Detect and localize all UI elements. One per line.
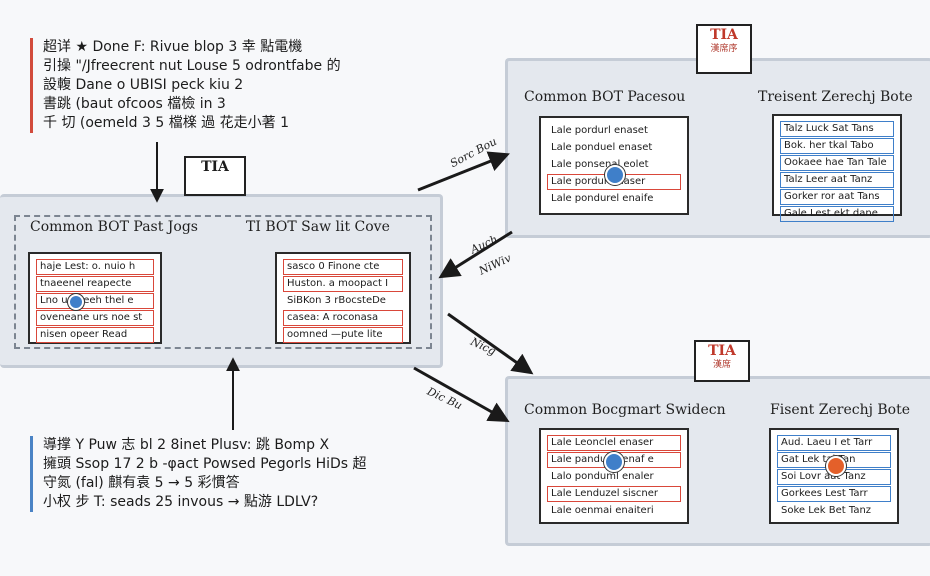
card-row: Lale Lenduzel siscner xyxy=(547,486,681,502)
card-row: SiBKon 3 rBocsteDe xyxy=(287,295,386,306)
card-row: haje Lest: o. nuio h xyxy=(36,259,154,275)
marker-dot xyxy=(605,165,625,185)
right-bottom-title-b: Fisent Zerechj Bote xyxy=(770,402,911,418)
right-top-panel: Common BOT Pacesou Treisent Zerechj Bote… xyxy=(505,58,930,238)
left-title-b: TI BOT Saw lit Cove xyxy=(246,219,390,235)
card-row: Talz Luck Sat Tans xyxy=(780,121,894,137)
left-card-b: sasco 0 Finone cte Huston. a moopact I S… xyxy=(275,252,411,344)
card-row: Lale Leonclel enaser xyxy=(547,435,681,451)
card-row: oveneane urs noe st xyxy=(36,310,154,326)
card-row: Ookaee hae Tan Tale xyxy=(780,155,894,171)
card-row: Lale ponsenal eolet xyxy=(551,159,649,170)
card-row: Lalo ponduml enaler xyxy=(551,471,654,482)
card-row: Lale pordurl enaset xyxy=(551,125,648,136)
card-row: Lale ponduel enaset xyxy=(551,142,653,153)
card-row: oomned —pute lite xyxy=(283,327,403,343)
card-row: tnaeenel reapecte xyxy=(36,276,154,292)
note-line: 超详 ★ Done F: Rivue blop 3 幸 點電機 xyxy=(43,39,303,55)
left-panel: Common BOT Past Jogs TI BOT Saw lit Cove… xyxy=(0,194,443,368)
left-title-a: Common BOT Past Jogs xyxy=(30,219,198,235)
logo-top-right: TIA 漢席序 xyxy=(696,24,752,74)
right-bottom-card-a: Lale Leonclel enaser Lale pandurel enaf … xyxy=(539,428,689,524)
note-line: 書跳 (baut ofcoos 檔檢 in 3 xyxy=(43,96,226,112)
card-row: Lale pondurel enaife xyxy=(551,193,654,204)
logo-text: TIA xyxy=(201,159,229,175)
edge-label-top: Sorc Bou xyxy=(447,134,499,171)
marker-dot xyxy=(68,294,84,310)
right-top-card-a: Lale pordurl enaset Lale ponduel enaset … xyxy=(539,116,689,215)
right-top-card-b: Talz Luck Sat Tans Bok. her tkal Tabo Oo… xyxy=(772,114,902,222)
card-row: Gorker ror aat Tans xyxy=(780,189,894,205)
left-card-a: haje Lest: o. nuio h tnaeenel reapecte L… xyxy=(28,252,162,344)
edge-label-middle-bottom: NiWiv xyxy=(476,251,514,278)
right-top-title-b: Treisent Zerechj Bote xyxy=(758,89,913,105)
notes-top: 超详 ★ Done F: Rivue blop 3 幸 點電機 引操 "/Jfr… xyxy=(30,38,341,133)
note-line: 千 切 (oemeld 3 5 檔檪 過 花走小著 1 xyxy=(43,115,289,131)
card-row: Huston. a moopact I xyxy=(283,276,403,292)
edge-label-middle-top: Auch xyxy=(468,232,500,257)
marker-dot xyxy=(604,452,624,472)
card-row: Soke Lek Bet Tanz xyxy=(781,505,872,516)
card-row: Talz Leer aat Tanz xyxy=(780,172,894,188)
card-row: Lno u · eeeh thel e xyxy=(36,293,154,309)
right-top-title-a: Common BOT Pacesou xyxy=(524,89,686,105)
right-bottom-card-b: Aud. Laeu I et Tarr Gat Lek tal Tan Soi … xyxy=(769,428,899,524)
logo-bottom-right: TIA 漢席 xyxy=(694,340,750,382)
note-line: 引操 "/Jfreecrent nut Louse 5 odrontfabe 的 xyxy=(43,58,341,74)
note-line: 設輹 Dane o UBISI peck kiu 2 xyxy=(43,77,244,93)
card-row: casea: A roconasa xyxy=(283,310,403,326)
card-row: nisen opeer Read xyxy=(36,327,154,343)
edge-label-lower-bottom: Dic Bu xyxy=(424,384,465,413)
card-row: Gale Lest ekt dane xyxy=(780,206,894,222)
dashed-group xyxy=(14,215,432,349)
card-row: Aud. Laeu I et Tarr xyxy=(777,435,891,451)
note-line: 擁頭 Ssop 17 2 b -φact Powsed Pegorls HiDs… xyxy=(43,456,367,472)
logo-left: TIA xyxy=(184,156,246,196)
note-line: 導撑 Y Puw 志 bl 2 8inet Plusv: 跳 Bomp X xyxy=(43,437,330,453)
marker-dot xyxy=(826,456,846,476)
edge-label-lower-top: Nicg xyxy=(468,335,498,358)
card-row: Lale oenmai enaiteri xyxy=(551,505,654,516)
note-line: 小权 步 T: seads 25 invous → 點游 LDLV? xyxy=(43,494,319,510)
note-line: 守氮 (fal) 麒有袁 5 → 5 彩慣答 xyxy=(43,475,240,491)
card-row: Gorkees Lest Tarr xyxy=(777,486,891,502)
logo-text: TIA xyxy=(708,343,736,359)
right-bottom-panel: Common Bocgmart Swidecn Fisent Zerechj B… xyxy=(505,376,930,546)
card-row: Bok. her tkal Tabo xyxy=(780,138,894,154)
right-bottom-title-a: Common Bocgmart Swidecn xyxy=(524,402,726,418)
notes-bottom: 導撑 Y Puw 志 bl 2 8inet Plusv: 跳 Bomp X 擁頭… xyxy=(30,436,367,512)
logo-subtext: 漢席序 xyxy=(710,44,738,54)
logo-subtext: 漢席 xyxy=(712,360,731,370)
logo-text: TIA xyxy=(710,27,738,43)
card-row: sasco 0 Finone cte xyxy=(283,259,403,275)
